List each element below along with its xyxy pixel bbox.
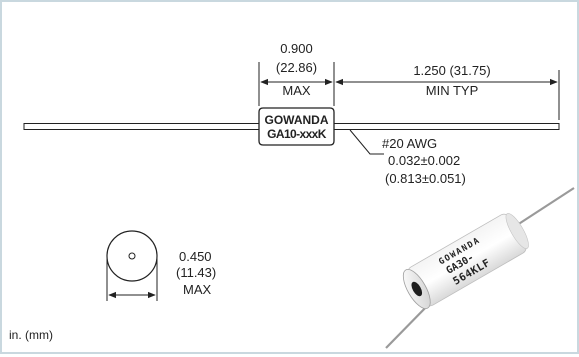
photo-lead-top xyxy=(513,187,575,228)
body-length-in: 0.900 xyxy=(280,41,313,56)
lead-wire-leader-line xyxy=(349,129,384,155)
body-brand-text: GOWANDA xyxy=(265,113,329,127)
lead-wire-mm: (0.813±0.051) xyxy=(385,171,466,186)
dimension-drawing: GOWANDA GA10-xxxK 0.900 (22.86) MAX 1.25… xyxy=(9,41,575,349)
lead-wire-in: 0.032±0.002 xyxy=(388,153,460,168)
photo-end-cap-hole xyxy=(411,281,423,297)
diameter-qualifier: MAX xyxy=(183,282,212,297)
diameter-in: 0.450 xyxy=(179,249,212,264)
component-photo: GOWANDA GA30- 564KLF xyxy=(385,187,575,349)
units-note: in. (mm) xyxy=(9,328,53,342)
lead-length-qualifier: MIN TYP xyxy=(426,83,479,98)
resistor-body-outline xyxy=(258,107,335,146)
photo-far-cap xyxy=(505,213,529,249)
body-length-qualifier: MAX xyxy=(282,83,311,98)
lead-wire-gauge: #20 AWG xyxy=(382,136,437,151)
end-view-lead-circle xyxy=(128,252,136,260)
body-length-mm: (22.86) xyxy=(276,60,317,75)
body-model-text: GA10-xxxK xyxy=(267,127,327,141)
lead-length-value: 1.250 (31.75) xyxy=(413,63,490,78)
diameter-mm: (11.43) xyxy=(176,265,216,280)
